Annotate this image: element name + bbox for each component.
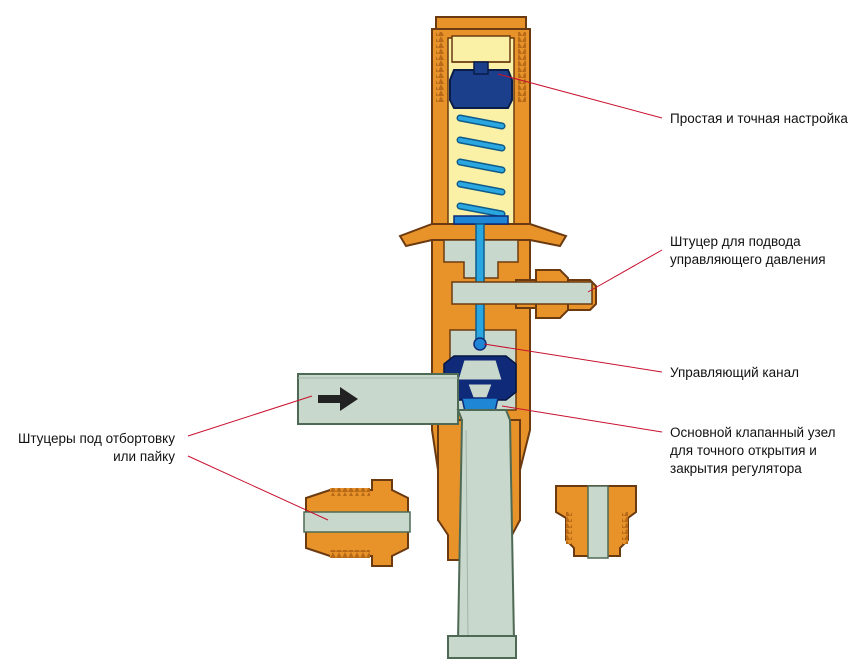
pilot-pressure-fitting — [451, 269, 597, 319]
flow-arrow-icon — [318, 387, 358, 411]
label-pilot-channel-line-1: Управляющий канал — [670, 365, 799, 380]
outlet-pipe — [447, 409, 517, 659]
connector-horizontal — [303, 479, 411, 567]
label-pilot-fitting-line-2: управляющего давления — [670, 252, 826, 267]
label-adjustment: Простая и точная настройка — [670, 110, 848, 128]
leader-lines — [187, 73, 663, 521]
label-pilot-fitting: Штуцер для подвода управляющего давления — [670, 233, 826, 269]
label-main-valve-line-2: для точного открытия и — [670, 443, 817, 458]
label-main-valve-line-1: Основной клапанный узел — [670, 425, 836, 440]
label-pilot-channel: Управляющий канал — [670, 364, 799, 382]
label-main-valve-line-3: закрытия регулятора — [670, 461, 802, 476]
leader-connector-1 — [187, 395, 313, 437]
adjustment-nut — [449, 61, 513, 109]
leader-connector-2 — [187, 455, 329, 521]
label-connectors-line-1: Штуцеры под отбортовку — [17, 431, 175, 446]
leader-adjustment — [497, 73, 663, 119]
label-pilot-fitting-line-1: Штуцер для подвода — [670, 234, 801, 249]
leader-pilot-fitting — [587, 249, 663, 293]
label-adjustment-line-1: Простая и точная настройка — [670, 111, 848, 126]
label-connectors-line-2: или пайку — [113, 449, 175, 464]
connector-vertical — [555, 485, 637, 559]
leader-pilot-channel — [483, 343, 663, 373]
label-main-valve: Основной клапанный узел для точного откр… — [670, 424, 836, 478]
label-connectors: Штуцеры под отбортовку или пайку — [18, 430, 175, 466]
leader-main-valve — [501, 405, 663, 433]
